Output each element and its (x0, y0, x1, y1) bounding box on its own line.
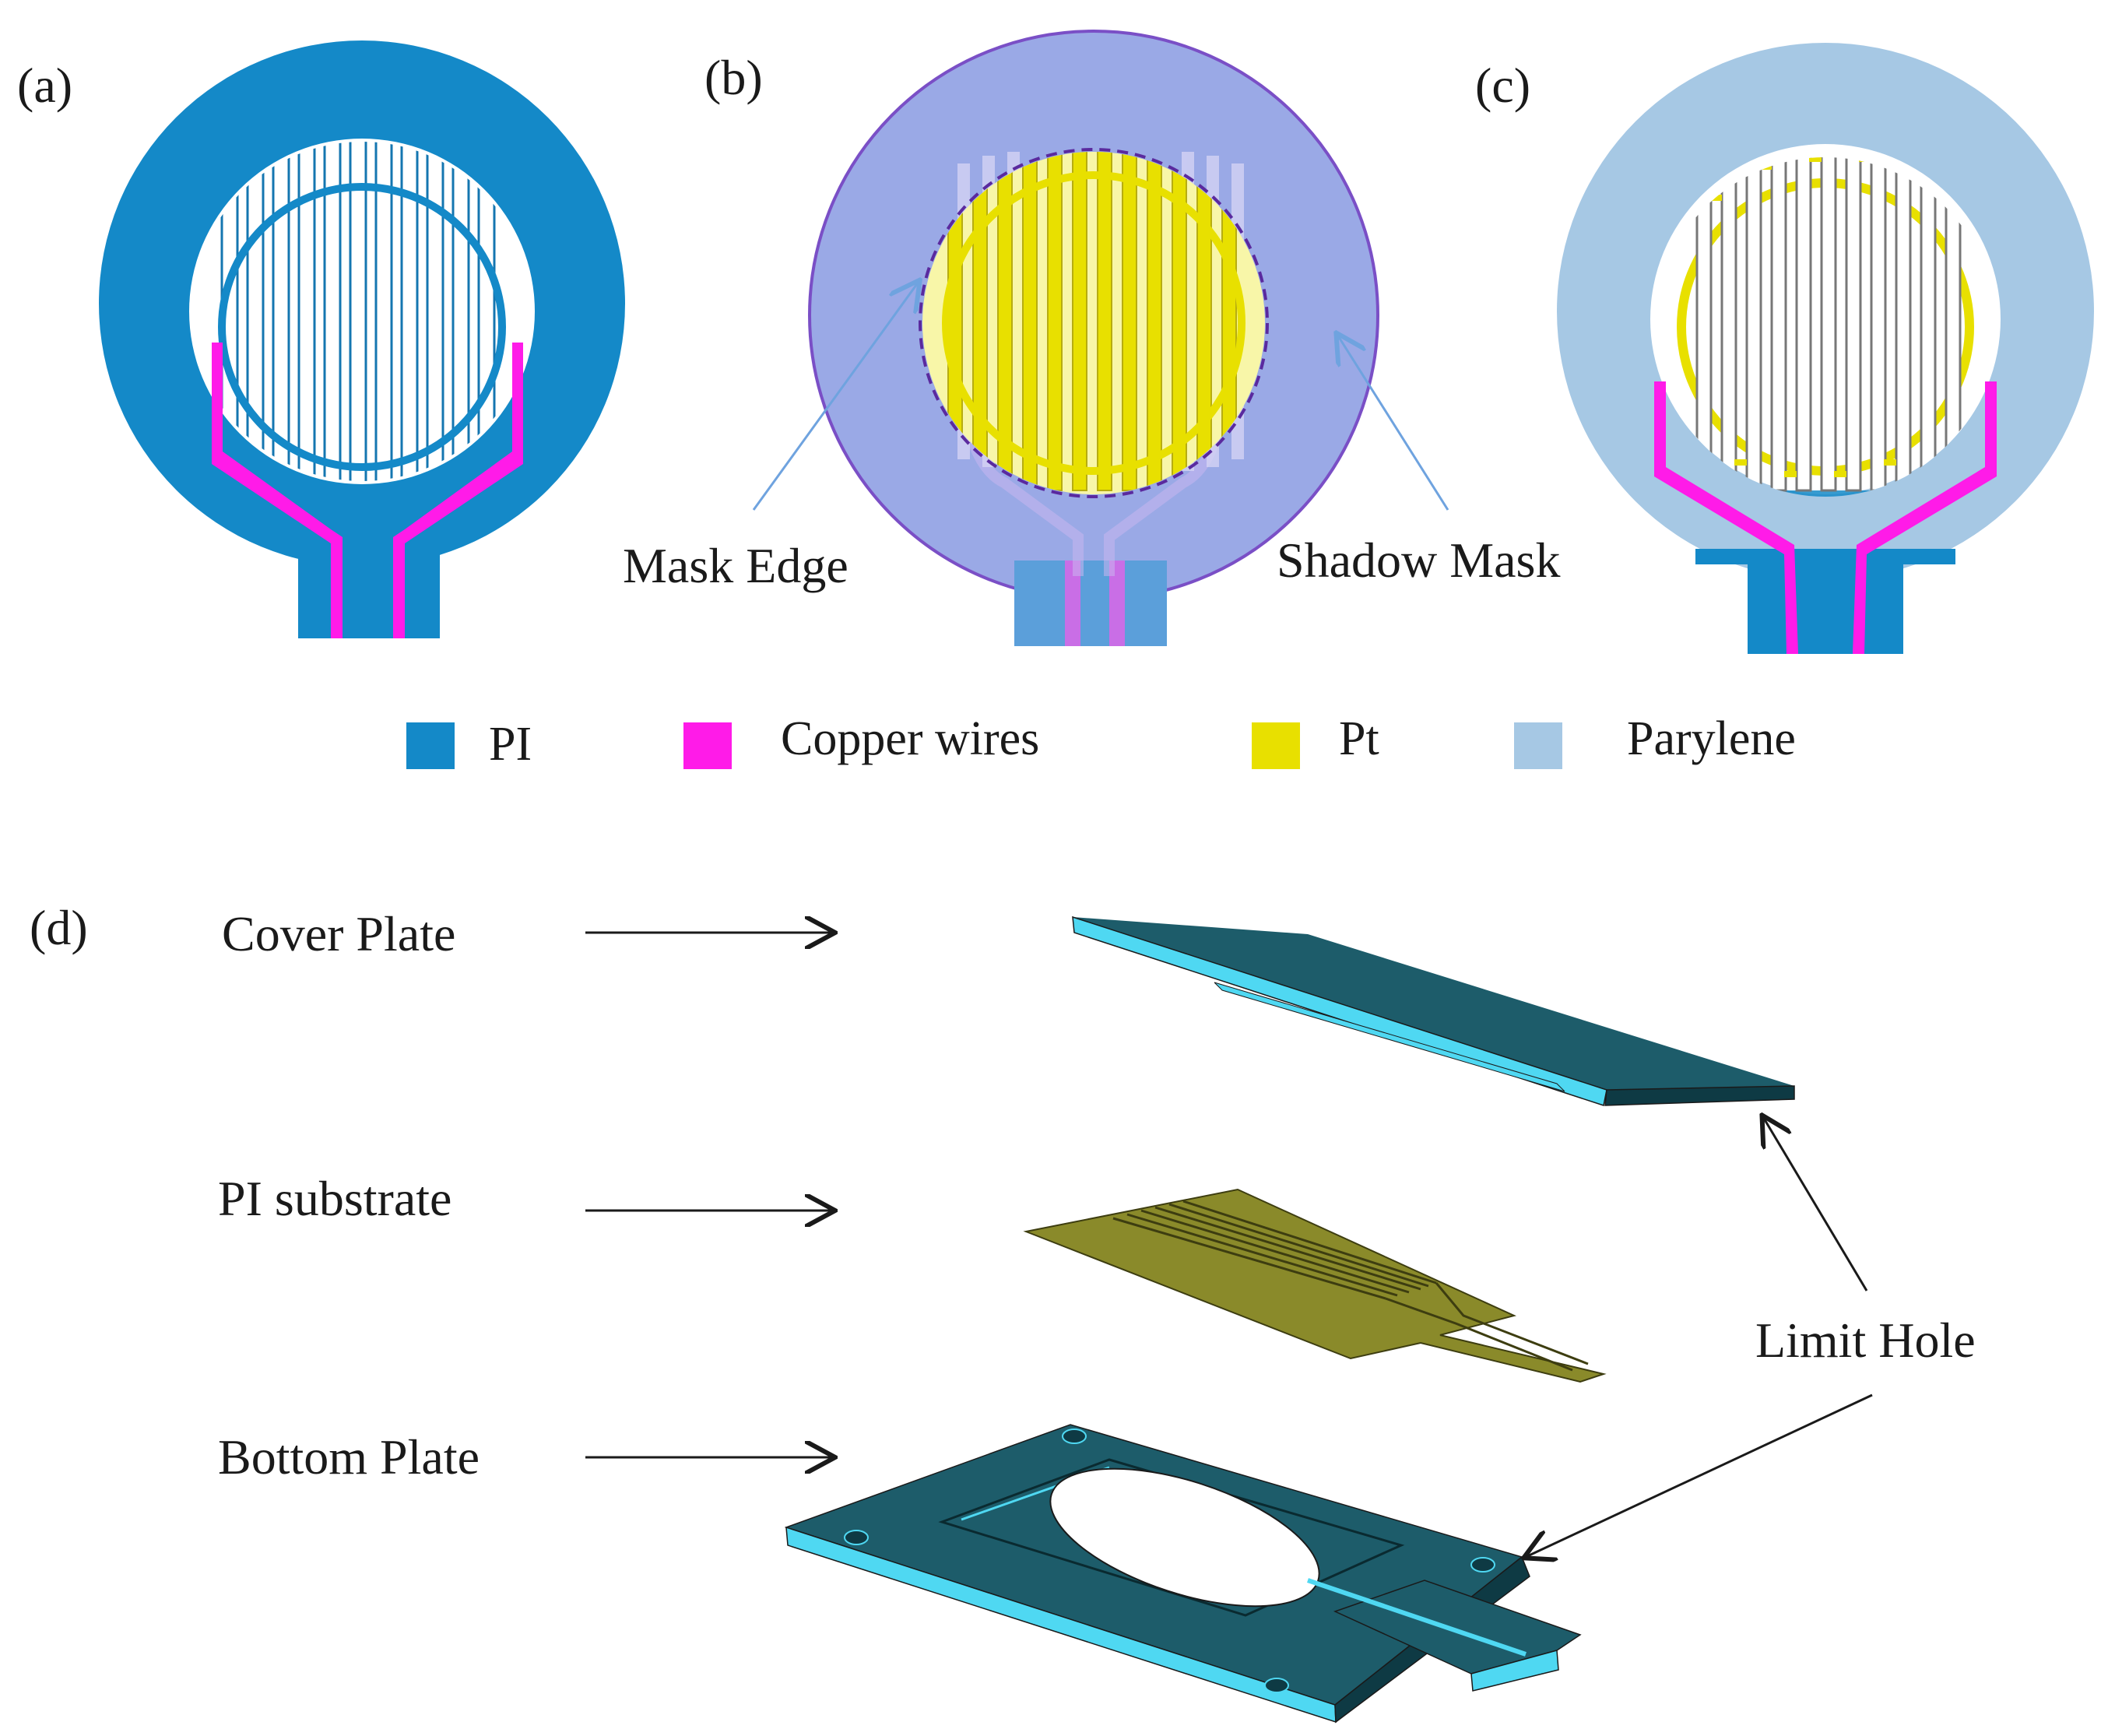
bottom-plate-label: Bottom Plate (218, 1429, 480, 1485)
sensor-a (99, 40, 625, 638)
copper-wire-right-c (1853, 381, 1997, 654)
electrode-pattern (192, 142, 532, 481)
panel-label-c: (c) (1475, 58, 1531, 113)
legend-swatch-parylene (1514, 722, 1562, 769)
mask-edge-arrow (752, 282, 919, 511)
pt-electrode (922, 152, 1265, 494)
shadow-mask-arrow (1337, 335, 1449, 511)
legend-swatch-copper (683, 722, 732, 769)
panel-label-d: (d) (30, 900, 88, 955)
bottom-plate-3d (784, 1424, 1582, 1724)
legend-label-pt: Pt (1339, 712, 1379, 765)
pi-substrate-label: PI substrate (218, 1171, 452, 1226)
sensor-c (1557, 43, 2094, 654)
legend-swatch-pi (406, 722, 455, 769)
limit-hole-arrow-top (1763, 1117, 1868, 1291)
sensor-b (752, 30, 1449, 646)
limit-hole-arrow-bottom (1526, 1393, 1873, 1557)
limit-hole-label: Limit Hole (1755, 1313, 1976, 1368)
mask-edge-outline (919, 148, 1269, 498)
pi-tail-b (1014, 561, 1167, 646)
legend-label-parylene: Parylene (1627, 712, 1796, 765)
bottom-plate-window (1049, 1467, 1320, 1608)
cover-plate-3d (1072, 915, 1795, 1106)
mask-edge-label: Mask Edge (623, 538, 848, 593)
panel-label-a: (a) (17, 58, 73, 113)
legend-swatch-pt (1252, 722, 1300, 769)
copper-wire-left-c (1654, 381, 1798, 654)
legend-label-pi: PI (489, 718, 532, 771)
pi-substrate-3d (1023, 1188, 1607, 1383)
panel-label-b: (b) (704, 50, 763, 105)
pt-electrode-c (1656, 157, 1995, 497)
legend-label-copper: Copper wires (781, 712, 1040, 765)
shadow-mask-label: Shadow Mask (1277, 532, 1561, 588)
pi-tail-c (1748, 553, 1903, 654)
cover-plate-label: Cover Plate (222, 906, 456, 961)
pi-tail (298, 483, 440, 638)
